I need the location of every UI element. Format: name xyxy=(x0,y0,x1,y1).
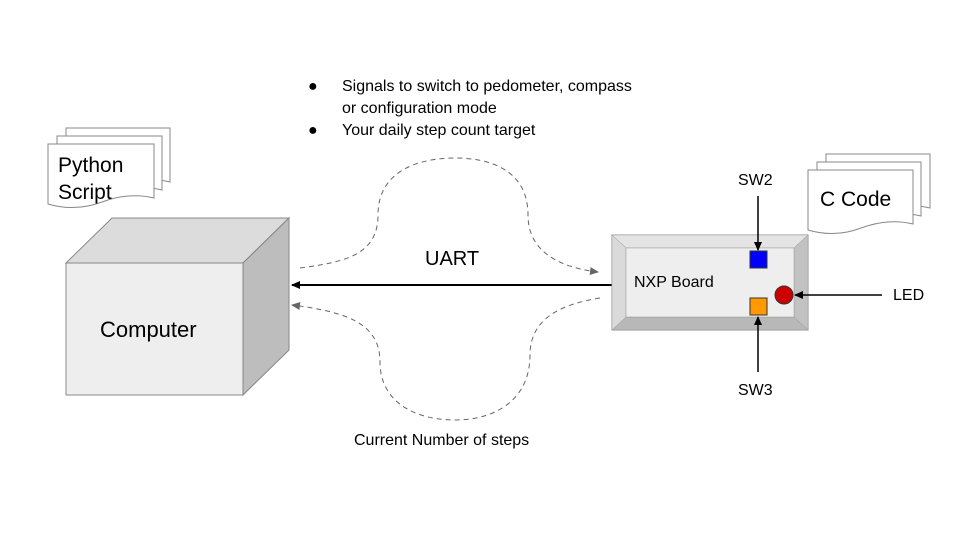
current-steps-label: Current Number of steps xyxy=(354,432,530,449)
computer-label: Computer xyxy=(100,317,197,342)
c-code-document xyxy=(807,153,931,234)
sw2-label: SW2 xyxy=(738,172,773,189)
note-text-step-target: Your daily step count target xyxy=(342,122,536,139)
c-code-label: C Code xyxy=(820,188,892,211)
led-label: LED xyxy=(893,287,925,304)
forward-flow-curve xyxy=(299,157,599,276)
python-script-label: Python Script xyxy=(58,152,123,206)
computer-cube xyxy=(64,216,291,397)
led-indicator xyxy=(774,285,794,305)
uart-label: UART xyxy=(425,248,480,270)
python-script-line-1: Python xyxy=(58,154,124,177)
sw2-button xyxy=(749,250,768,269)
python-script-document xyxy=(47,127,171,208)
note-text-mode-signals: Signals to switch to pedometer, compass … xyxy=(342,78,632,117)
signal-notes: ● Signals to switch to pedometer, compas… xyxy=(308,76,632,142)
note-item: ● Signals to switch to pedometer, compas… xyxy=(308,76,632,120)
nxp-board-label: NXP Board xyxy=(634,274,714,291)
note-item: ● Your daily step count target xyxy=(308,120,632,142)
bullet-icon: ● xyxy=(308,78,318,95)
return-flow-curve xyxy=(291,297,601,421)
python-script-line-2: Script xyxy=(58,181,112,204)
sw3-label: SW3 xyxy=(738,382,773,399)
sw3-button xyxy=(749,297,768,316)
nxp-board xyxy=(611,234,809,331)
bullet-icon: ● xyxy=(308,122,318,139)
